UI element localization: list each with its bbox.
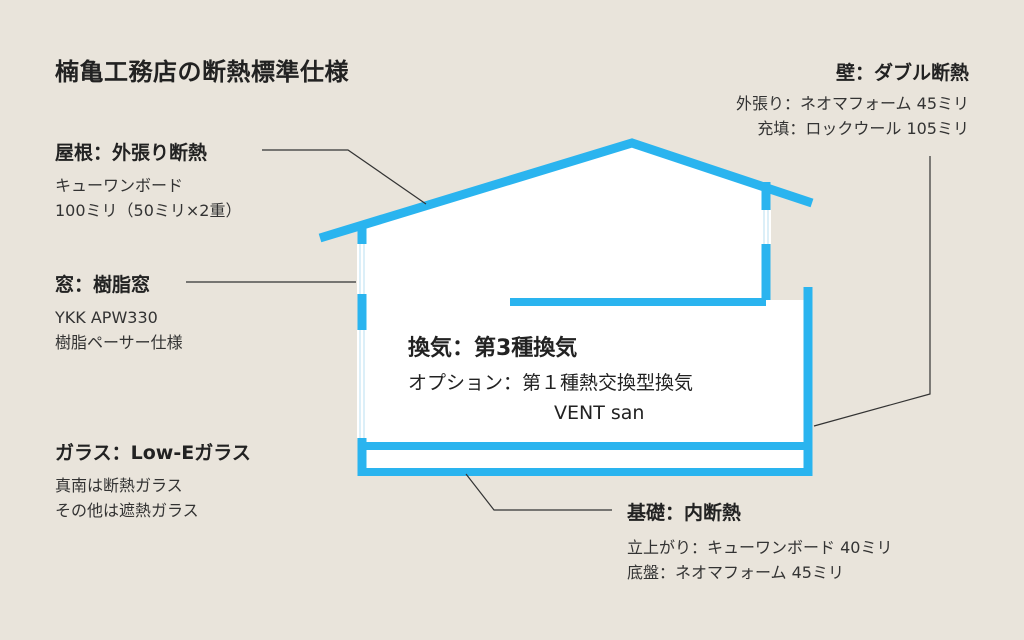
- window-line-2: 樹脂ペーサー仕様: [55, 333, 183, 352]
- foundation-callout: 基礎：内断熱 立上がり：キューワンボード 40ミリ 底盤：ネオマフォーム 45ミ…: [627, 498, 892, 585]
- foundation-leader: [465, 473, 612, 511]
- wall-line-2: 充填：ロックウール 105ミリ: [757, 119, 969, 138]
- window-heading: 窓：樹脂窓: [55, 274, 151, 296]
- foundation-heading: 基礎：内断熱: [627, 502, 742, 524]
- ventilation-product: VENT san: [554, 402, 645, 424]
- foundation-slab: [362, 450, 808, 472]
- wall-leader: [813, 156, 931, 427]
- ventilation-heading: 換気：第3種換気: [408, 336, 578, 361]
- window-marks: [357, 210, 771, 438]
- wall-heading: 壁：ダブル断熱: [835, 62, 969, 84]
- foundation-line-2: 底盤：ネオマフォーム 45ミリ: [627, 563, 844, 582]
- glass-line-2: その他は遮熱ガラス: [55, 501, 199, 520]
- left-window-lower: [357, 330, 367, 438]
- left-window-upper: [357, 244, 367, 294]
- wall-line-1: 外張り：ネオマフォーム 45ミリ: [736, 94, 969, 113]
- glass-line-1: 真南は断熱ガラス: [55, 476, 183, 495]
- right-window: [761, 210, 771, 244]
- roof-heading: 屋根：外張り断熱: [55, 142, 208, 164]
- roof-callout: 屋根：外張り断熱 キューワンボード 100ミリ（50ミリ×2重）: [55, 138, 242, 223]
- foundation-line-1: 立上がり：キューワンボード 40ミリ: [627, 538, 893, 557]
- roof-line-1: キューワンボード: [55, 176, 184, 195]
- window-line-1: YKK APW330: [55, 308, 158, 327]
- roof-line-2: 100ミリ（50ミリ×2重）: [55, 201, 242, 220]
- glass-callout: ガラス：Low-Eガラス 真南は断熱ガラス その他は遮熱ガラス: [55, 438, 251, 523]
- glass-heading: ガラス：Low-Eガラス: [55, 442, 251, 464]
- ventilation-callout: 換気：第3種換気 オプション：第１種熱交換型換気 VENT san: [408, 330, 693, 428]
- page-title: 楠亀工務店の断熱標準仕様: [55, 58, 349, 86]
- ventilation-option: オプション：第１種熱交換型換気: [408, 372, 694, 394]
- window-callout: 窓：樹脂窓 YKK APW330 樹脂ペーサー仕様: [55, 270, 183, 355]
- roof-insulation: [318, 138, 814, 243]
- house-interior: [362, 143, 808, 444]
- roof-leader: [262, 149, 427, 205]
- wall-callout: 壁：ダブル断熱 外張り：ネオマフォーム 45ミリ 充填：ロックウール 105ミリ: [736, 58, 969, 141]
